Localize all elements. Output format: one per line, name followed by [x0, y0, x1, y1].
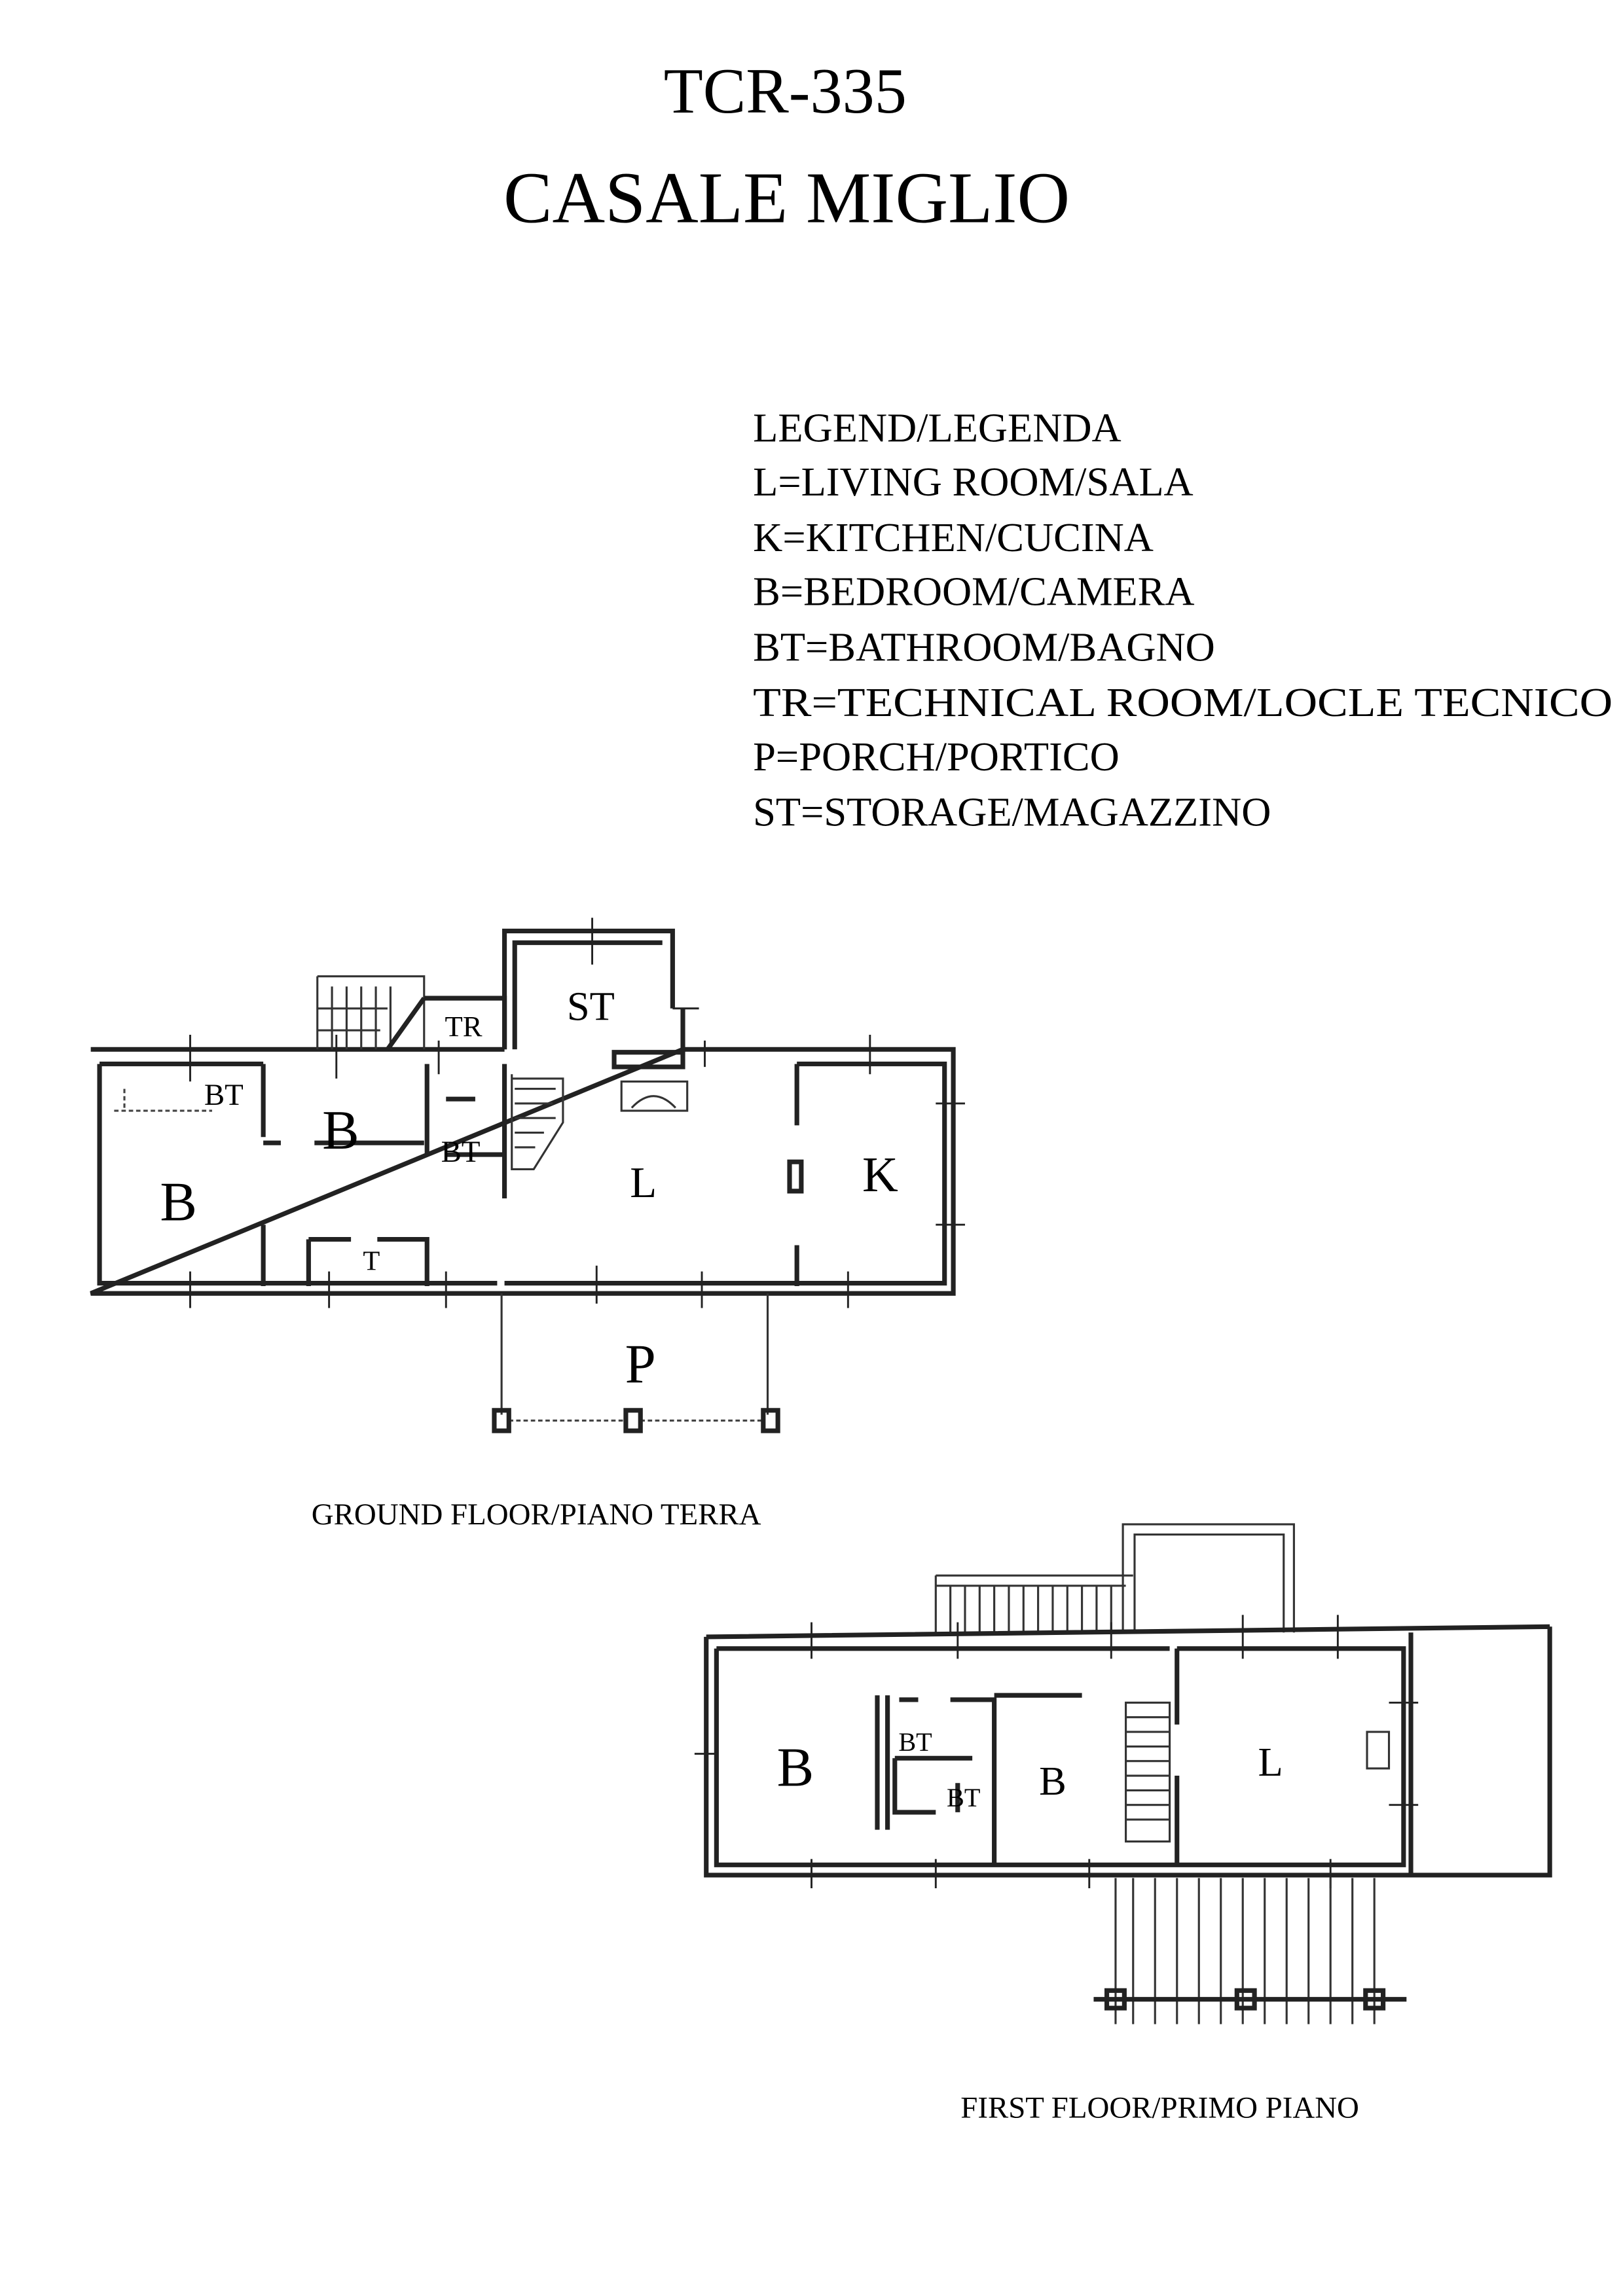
- room-label-storage: ST: [567, 984, 615, 1030]
- room-label-bathroom: BT: [947, 1783, 980, 1812]
- legend-item: L=LIVING ROOM/SALA: [753, 459, 1194, 505]
- room-label-living: L: [1258, 1739, 1283, 1785]
- legend-item: K=KITCHEN/CUCINA: [753, 514, 1154, 560]
- property-code: TCR-335: [664, 56, 907, 127]
- ground-floor-plan: ST TR BT B BT L K B T P: [90, 918, 965, 1433]
- room-label-bedroom: B: [1039, 1758, 1067, 1804]
- legend-item: BT=BATHROOM/BAGNO: [753, 624, 1215, 670]
- legend-title: LEGEND/LEGENDA: [753, 404, 1122, 450]
- room-label-bathroom: BT: [441, 1135, 481, 1169]
- room-label-bathroom: BT: [898, 1727, 932, 1757]
- legend-item: B=BEDROOM/CAMERA: [753, 568, 1194, 614]
- legend-item: TR=TECHNICAL ROOM/LOCLE TECNICO: [753, 679, 1613, 725]
- legend-item: ST=STORAGE/MAGAZZINO: [753, 789, 1271, 835]
- room-label-bedroom: B: [322, 1100, 359, 1161]
- room-label-bathroom: BT: [204, 1078, 244, 1112]
- first-floor-plan: B BT BT B L: [694, 1523, 1552, 2024]
- room-label-toilet: T: [363, 1246, 380, 1276]
- room-label-porch: P: [625, 1333, 656, 1395]
- property-name: CASALE MIGLIO: [503, 158, 1070, 238]
- first-floor-caption: FIRST FLOOR/PRIMO PIANO: [960, 2091, 1359, 2125]
- room-label-living: L: [630, 1158, 657, 1207]
- room-label-kitchen: K: [862, 1147, 898, 1202]
- room-label-technical: TR: [445, 1010, 483, 1043]
- room-label-bedroom: B: [160, 1172, 197, 1233]
- legend: LEGEND/LEGENDA L=LIVING ROOM/SALA K=KITC…: [753, 404, 1613, 834]
- room-label-bedroom: B: [777, 1737, 814, 1799]
- legend-item: P=PORCH/PORTICO: [753, 734, 1120, 780]
- ground-floor-caption: GROUND FLOOR/PIANO TERRA: [312, 1498, 761, 1532]
